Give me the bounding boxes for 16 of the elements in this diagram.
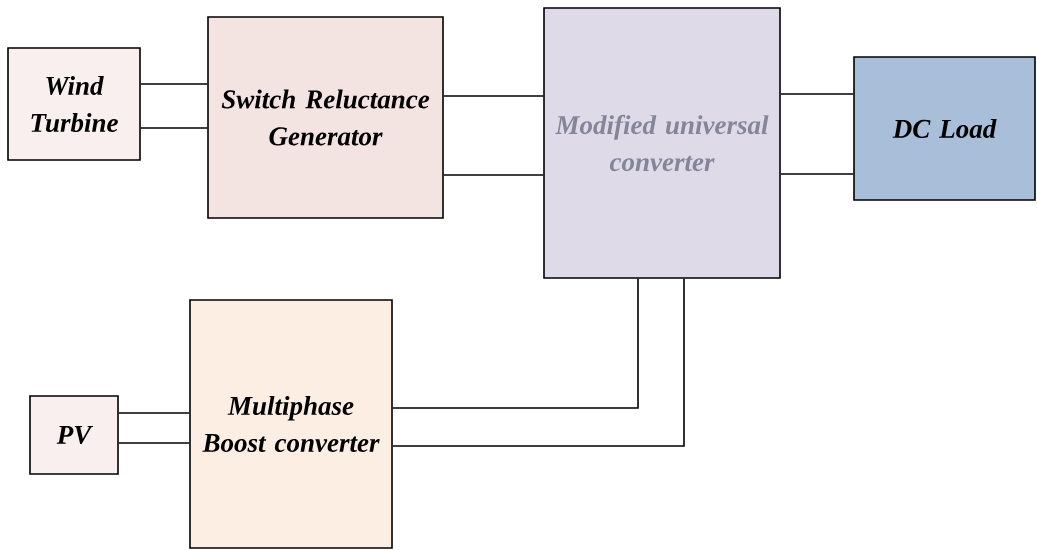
block-box: Modified universal converter (543, 7, 781, 279)
block-box: Multiphase Boost converter (189, 299, 393, 549)
connector-line (118, 442, 190, 444)
connector-line (118, 412, 190, 414)
connector-line (140, 127, 208, 129)
block-box: DC Load (853, 56, 1036, 201)
block-box: Wind Turbine (7, 47, 141, 161)
connector-line (780, 173, 854, 175)
connector-line (780, 93, 854, 95)
block-box: Switch Reluctance Generator (207, 16, 444, 219)
connector-line (392, 278, 639, 409)
connector-line (140, 83, 208, 85)
connector-line (443, 95, 544, 97)
block-box: PV (29, 395, 119, 475)
connector-line (443, 174, 544, 176)
connector-line (392, 278, 685, 447)
